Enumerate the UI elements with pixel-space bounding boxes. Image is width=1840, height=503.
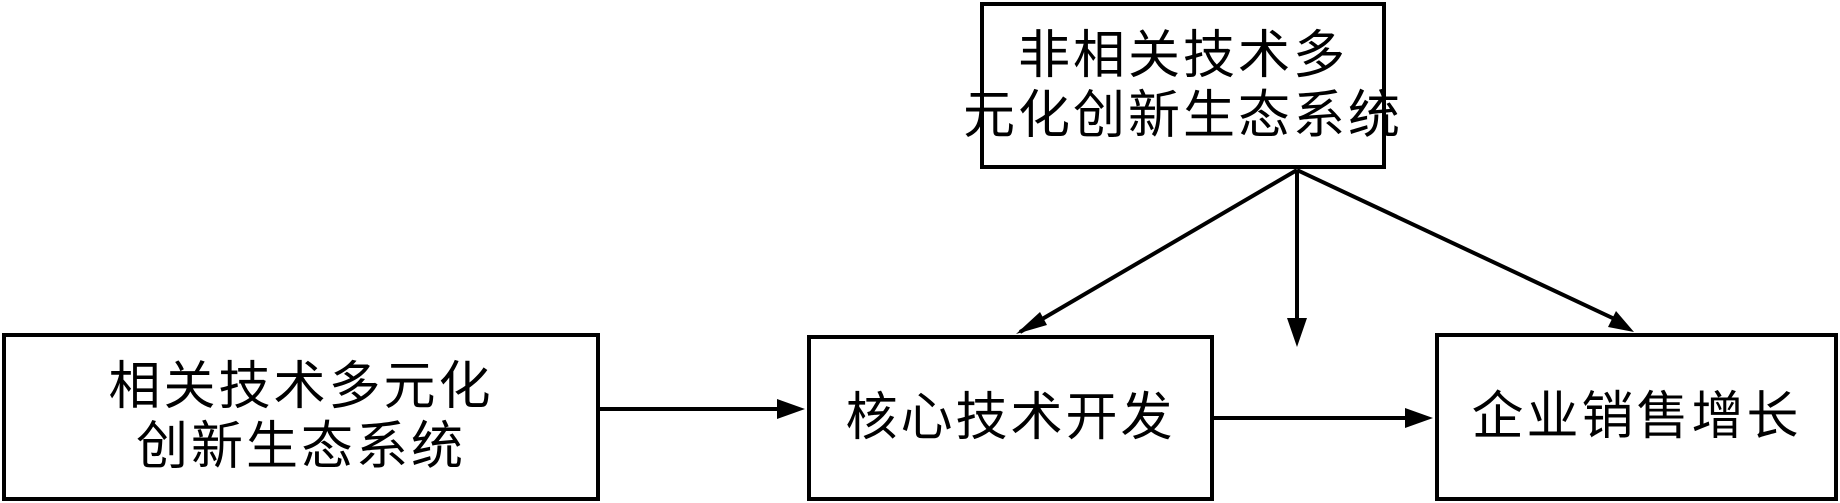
arrowhead-center-to-right bbox=[1405, 408, 1433, 428]
node-nonrelated-tech-diversification-ecosystem: 非相关技术多 元化创新生态系统 bbox=[963, 2, 1400, 169]
node-right-label: 企业销售增长 bbox=[1471, 387, 1802, 447]
arrowhead-top-to-right bbox=[1608, 311, 1634, 332]
node-top-line2: 元化创新生态系统 bbox=[963, 85, 1404, 146]
node-top-line1: 非相关技术多 bbox=[1017, 25, 1348, 86]
node-firm-sales-growth: 企业销售增长 bbox=[1435, 333, 1838, 501]
node-left-line2: 创新生态系统 bbox=[135, 417, 466, 477]
node-left-line1: 相关技术多元化 bbox=[108, 357, 494, 417]
arrowhead-top-to-moderation bbox=[1287, 318, 1307, 347]
edge-top-to-center bbox=[1018, 168, 1299, 334]
arrowhead-left-to-center bbox=[777, 399, 805, 419]
node-center-label: 核心技术开发 bbox=[845, 388, 1176, 448]
arrowhead-top-to-center bbox=[1016, 312, 1047, 334]
node-core-tech-development: 核心技术开发 bbox=[807, 335, 1214, 501]
node-related-tech-diversification-ecosystem: 相关技术多元化 创新生态系统 bbox=[2, 333, 600, 501]
edge-top-to-right bbox=[1296, 168, 1622, 324]
